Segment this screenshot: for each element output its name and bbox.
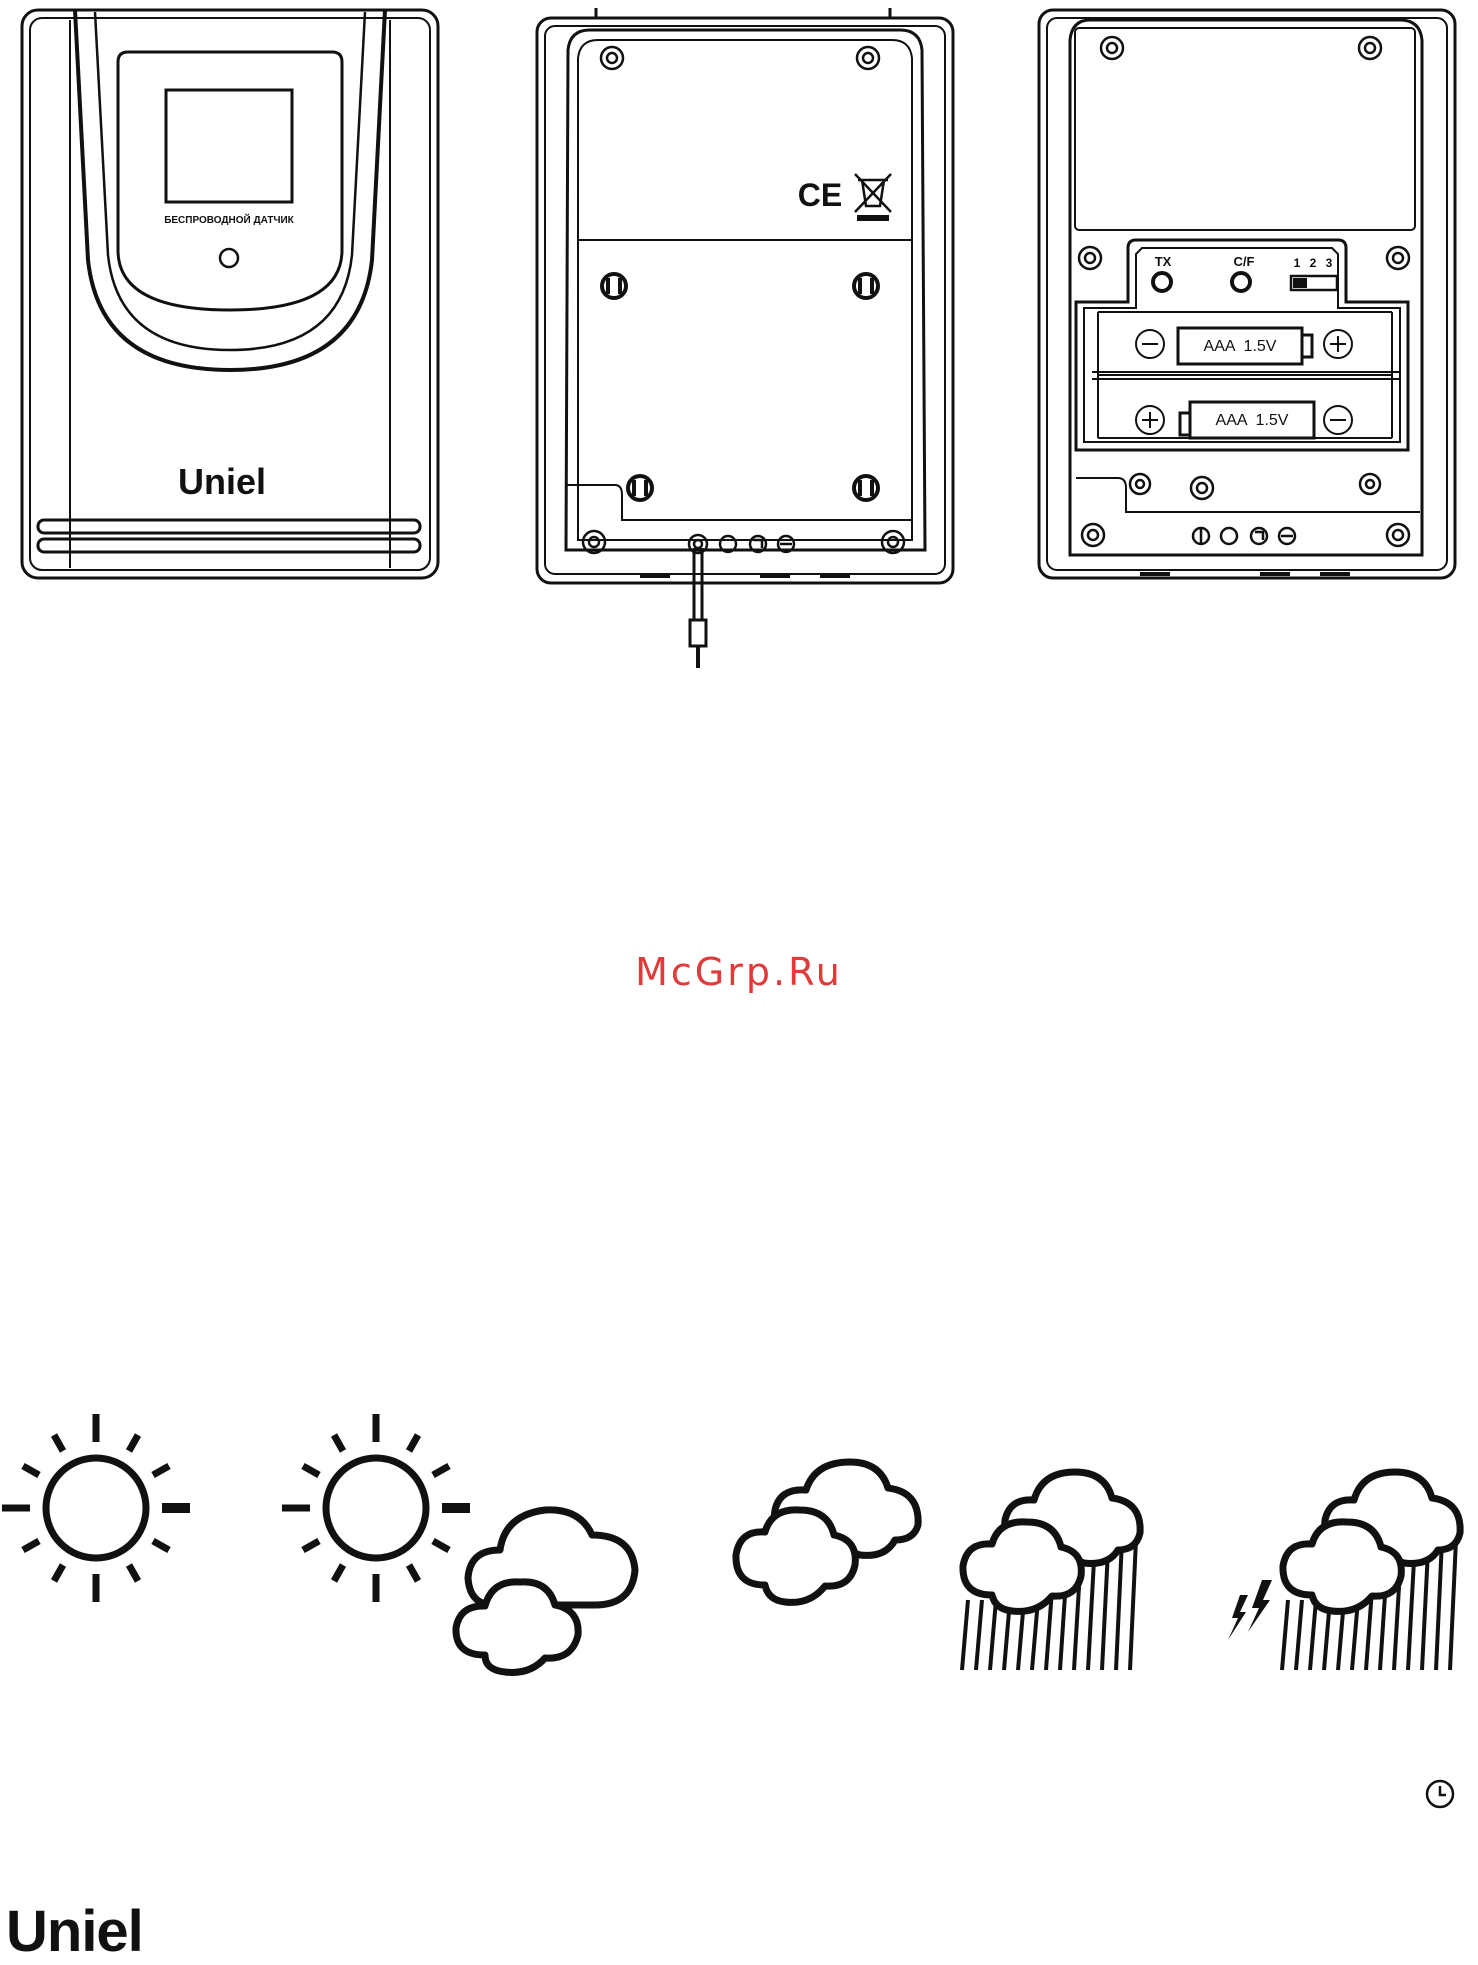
footer-brand-logo: Uniel: [6, 1898, 143, 1965]
battery-2-label: AAA 1.5V: [1216, 412, 1289, 429]
ce-mark: CE: [798, 177, 842, 213]
device-illustrations: БЕСПРОВОДНОЙ ДАТЧИК Uniel CE TX C/F 1 2 …: [0, 0, 1478, 680]
channel-2-label: 2: [1310, 256, 1317, 270]
cf-label: C/F: [1234, 254, 1255, 269]
tx-label: TX: [1155, 254, 1172, 269]
channel-3-label: 3: [1326, 256, 1333, 270]
weather-icons: [0, 1400, 1478, 1700]
channel-1-label: 1: [1294, 256, 1301, 270]
watermark: McGrp.Ru: [0, 950, 1478, 994]
inside-view: [1039, 10, 1455, 578]
rainy-icon: [962, 1472, 1140, 1670]
back-view: [537, 8, 953, 668]
storm-icon: [1228, 1472, 1460, 1670]
battery-1-label: AAA 1.5V: [1204, 338, 1277, 355]
partly-cloudy-icon: [282, 1414, 635, 1672]
lightning-icon: [1228, 1580, 1272, 1640]
cloudy-icon: [736, 1462, 918, 1602]
front-brand: Uniel: [178, 461, 266, 502]
sunny-icon: [2, 1414, 190, 1602]
front-label: БЕСПРОВОДНОЙ ДАТЧИК: [164, 213, 294, 226]
clock-icon: [1424, 1778, 1456, 1810]
